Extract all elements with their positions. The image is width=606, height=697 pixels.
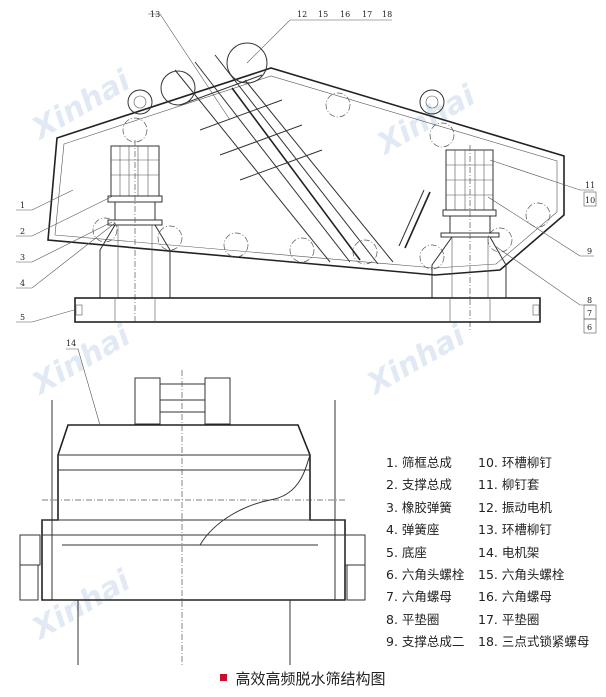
svg-text:Xinhai: Xinhai	[25, 63, 137, 148]
callout-2: 2	[20, 227, 25, 236]
screen-frame	[47, 67, 565, 276]
callout-labels: 1 2 3 4 5 6 7 8 9 10 11 12 13 15 16 17 1…	[20, 10, 595, 332]
legend-item: 9. 支撑总成二	[386, 634, 465, 650]
figure-caption: 高效高频脱水筛结构图	[0, 668, 606, 689]
base	[74, 297, 541, 323]
callout-14: 14	[66, 339, 76, 348]
front-view: 14	[19, 339, 366, 665]
svg-text:Xinhai: Xinhai	[360, 318, 472, 403]
legend-item: 18. 三点式锁紧螺母	[478, 634, 590, 650]
legend-item: 2. 支撑总成	[386, 477, 452, 493]
vibration-motor	[127, 42, 445, 115]
caption-marker-icon	[220, 674, 228, 681]
legend-item: 13. 环槽柳钉	[478, 522, 552, 538]
legend-item: 4. 弹簧座	[386, 522, 440, 538]
legend-item: 14. 电机架	[478, 544, 540, 560]
legend-item: 12. 振动电机	[478, 499, 552, 515]
callout-5: 5	[20, 313, 25, 322]
callout-4: 4	[20, 279, 25, 288]
callout-3: 3	[20, 253, 25, 262]
legend-item: 11. 柳钉套	[478, 477, 540, 493]
callout-12: 12	[297, 10, 307, 19]
legend-item: 6. 六角头螺栓	[386, 566, 465, 582]
callout-13: 13	[150, 10, 160, 19]
legend-item: 17. 平垫圈	[478, 611, 540, 627]
callout-1: 1	[20, 201, 25, 210]
callout-leaders	[16, 13, 597, 334]
callout-11: 11	[585, 181, 595, 190]
callout-15: 15	[318, 10, 328, 19]
support-assembly-left	[99, 140, 171, 322]
motor-frame-beams	[174, 54, 394, 265]
legend-item: 15. 六角头螺栓	[478, 566, 565, 582]
side-view: 1 2 3 4 5 6 7 8 9 10 11 12 13 15 16 17 1…	[16, 10, 597, 334]
callout-8: 8	[587, 296, 592, 305]
callout-10: 10	[585, 196, 595, 205]
parts-legend: 1. 筛框总成 10. 环槽柳钉 2. 支撑总成 11. 柳钉套 3. 橡胶弹簧…	[386, 452, 606, 654]
frame-rollers	[92, 92, 551, 270]
legend-item: 1. 筛框总成	[386, 455, 452, 470]
legend-item: 7. 六角螺母	[386, 589, 452, 605]
legend-item: 10. 环槽柳钉	[478, 455, 552, 470]
svg-text:Xinhai: Xinhai	[25, 318, 137, 403]
callout-17: 17	[362, 10, 372, 19]
caption-text: 高效高频脱水筛结构图	[235, 670, 386, 688]
support-assembly-right	[431, 145, 507, 330]
callout-16: 16	[340, 10, 350, 19]
legend-item: 3. 橡胶弹簧	[386, 499, 452, 515]
callout-9: 9	[587, 247, 592, 256]
legend-item: 8. 平垫圈	[386, 611, 440, 627]
legend-item: 5. 底座	[386, 544, 427, 560]
callout-7: 7	[587, 309, 592, 318]
callout-6: 6	[587, 323, 592, 332]
callout-18: 18	[382, 10, 392, 19]
legend-item: 16. 六角螺母	[478, 589, 552, 605]
